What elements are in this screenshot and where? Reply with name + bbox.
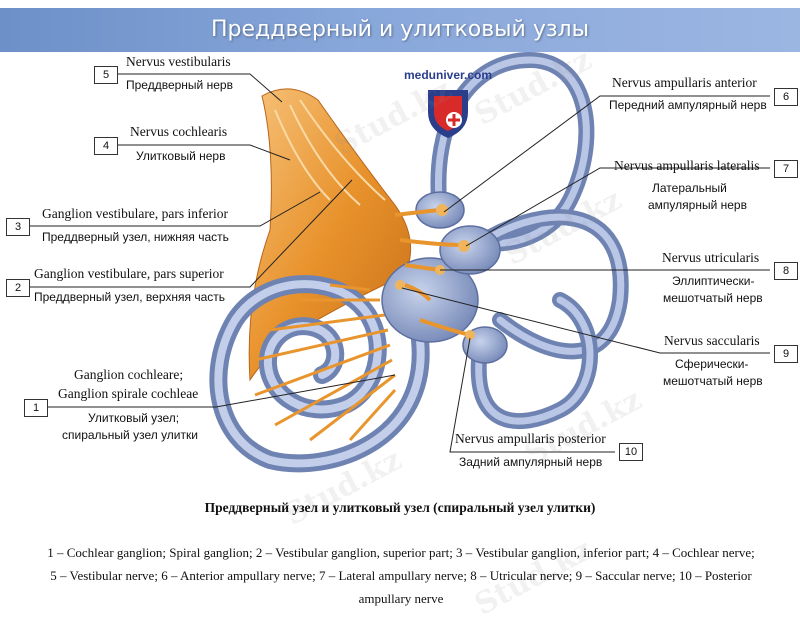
label-latin-4: Nervus cochlearis: [130, 124, 228, 139]
legend-line: ampullary nerve: [358, 591, 444, 606]
legend-line: 5 – Vestibular nerve; 6 – Anterior ampul…: [50, 568, 752, 583]
label-russian-7b: ампулярный нерв: [648, 198, 747, 212]
brand-label: meduniver.com: [404, 68, 493, 82]
label-latin-10: Nervus ampullaris posterior: [455, 431, 606, 446]
label-number-1: 1: [24, 399, 48, 417]
label-latin-1a: Ganglion cochleare;: [74, 367, 184, 382]
label-number-3: 3: [6, 218, 30, 236]
label-latin-6: Nervus ampullaris anterior: [612, 75, 757, 90]
label-russian-1a: Улитковый узел;: [88, 411, 180, 425]
label-russian-8b: мешотчатый нерв: [663, 291, 763, 305]
label-number-10: 10: [619, 443, 643, 461]
label-number-6: 6: [774, 88, 798, 106]
label-russian-2: Преддверный узел, верхняя часть: [34, 290, 225, 304]
label-russian-9a: Сферически-: [675, 357, 749, 371]
label-russian-1b: спиральный узел улитки: [62, 428, 198, 442]
label-latin-7: Nervus ampullaris lateralis: [614, 158, 760, 173]
label-latin-3: Ganglion vestibulare, pars inferior: [42, 206, 228, 221]
nerve-trunk: [248, 88, 412, 382]
cochlea: [209, 275, 430, 473]
page-title: Преддверный и улитковый узлы: [211, 17, 589, 42]
label-russian-4: Улитковый нерв: [136, 149, 226, 163]
labyrinth: [430, 51, 629, 430]
label-russian-5: Преддверный нерв: [126, 78, 233, 92]
label-number-7: 7: [774, 160, 798, 178]
label-latin-1b: Ganglion spirale cochleae: [58, 386, 199, 401]
brand-shield: [428, 90, 468, 138]
figure-caption: Преддверный узел и улитковый узел (спира…: [204, 500, 596, 515]
label-russian-8a: Эллиптически-: [672, 274, 755, 288]
label-number-5: 5: [94, 66, 118, 84]
label-latin-9: Nervus saccularis: [664, 333, 760, 348]
label-latin-5: Nervus vestibularis: [126, 54, 231, 69]
label-number-9: 9: [774, 345, 798, 363]
label-russian-10: Задний ампулярный нерв: [459, 455, 603, 469]
figure-legend: 1 – Cochlear ganglion; Spiral ganglion; …: [4, 541, 798, 610]
label-russian-7a: Латеральный: [652, 181, 727, 195]
label-number-2: 2: [6, 279, 30, 297]
label-russian-3: Преддверный узел, нижняя часть: [42, 230, 229, 244]
ear-illustration: [30, 51, 770, 473]
label-number-4: 4: [94, 137, 118, 155]
title-bar: Преддверный и улитковый узлы: [0, 8, 800, 52]
label-latin-8: Nervus utricularis: [662, 250, 760, 265]
label-russian-6: Передний ампулярный нерв: [609, 98, 767, 112]
legend-line: 1 – Cochlear ganglion; Spiral ganglion; …: [47, 545, 755, 560]
label-russian-9b: мешотчатый нерв: [663, 374, 763, 388]
label-number-8: 8: [774, 262, 798, 280]
label-latin-2: Ganglion vestibulare, pars superior: [34, 266, 224, 281]
